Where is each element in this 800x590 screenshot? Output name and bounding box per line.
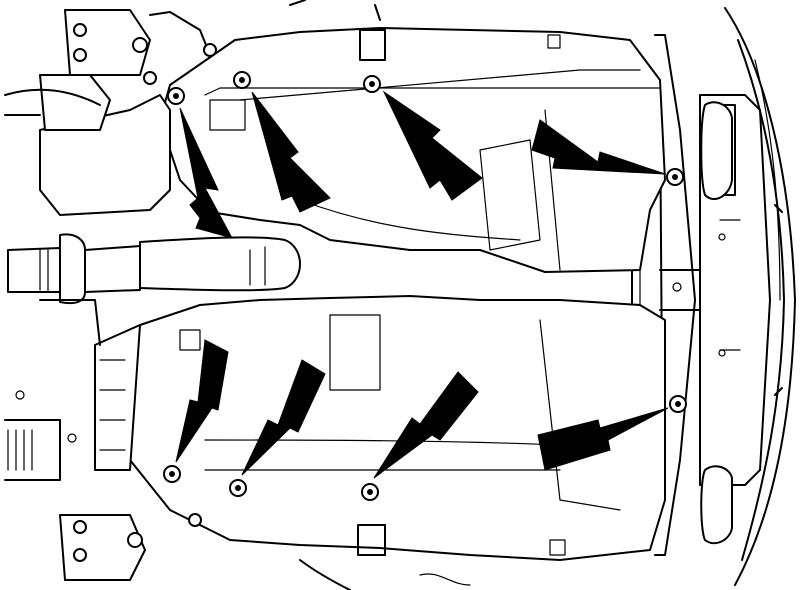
arrow-lower-mid-left bbox=[241, 359, 326, 476]
fastener-upper-mid bbox=[363, 75, 381, 93]
arrow-lower-mid bbox=[373, 371, 479, 479]
fastener-lower-mid-left bbox=[229, 479, 247, 497]
arrow-upper-left bbox=[179, 107, 233, 239]
fastener-upper-left bbox=[167, 87, 185, 105]
arrow-upper-mid-left bbox=[251, 91, 331, 213]
pointer-arrows bbox=[175, 90, 669, 479]
fastener-upper-right bbox=[666, 168, 684, 186]
arrow-upper-right bbox=[531, 119, 666, 175]
left-subframe bbox=[4, 0, 471, 590]
fastener-lower-mid bbox=[361, 483, 379, 501]
drive-shaft bbox=[7, 233, 301, 305]
arrow-upper-mid bbox=[382, 90, 483, 201]
arrow-lower-left bbox=[175, 339, 229, 463]
fastener-lower-right bbox=[669, 395, 687, 413]
front-bumper bbox=[699, 7, 796, 586]
fastener-upper-mid-left bbox=[233, 71, 251, 89]
undershield-lower-panel bbox=[119, 295, 666, 561]
arrow-lower-right bbox=[537, 407, 669, 471]
fastener-lower-left bbox=[163, 465, 181, 483]
